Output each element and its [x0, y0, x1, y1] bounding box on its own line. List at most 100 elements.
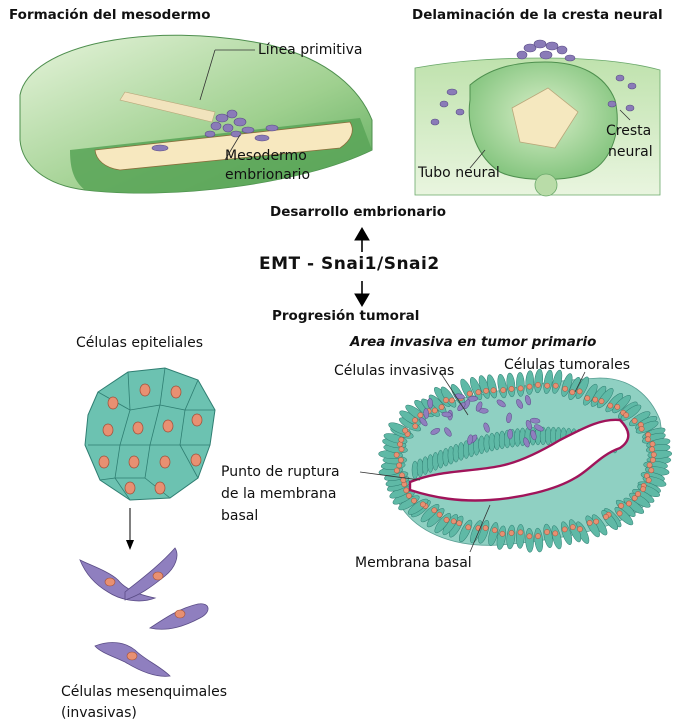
tumor-nucleus	[626, 501, 631, 506]
tumor-nucleus	[394, 452, 399, 457]
tumor-nucleus	[439, 405, 444, 410]
label-invasive-cells: Células invasivas	[334, 363, 454, 380]
invasive-cell	[427, 398, 433, 408]
tumor-nucleus	[451, 519, 456, 524]
label-rupture-3: basal	[221, 508, 258, 525]
arrow-up	[355, 228, 369, 240]
tumor-nucleus	[397, 463, 402, 468]
tumor-nucleus	[645, 437, 650, 442]
tumor-nucleus	[500, 531, 505, 536]
heading-emt: EMT - Snai1/Snai2	[259, 256, 440, 273]
tumor-nucleus	[535, 534, 540, 539]
tumor-nucleus	[403, 428, 408, 433]
tumor-nucleus	[570, 390, 575, 395]
tumor-nucleus	[491, 388, 496, 393]
arrow-down	[355, 294, 369, 306]
tumor-nucleus	[624, 413, 629, 418]
tumor-area	[360, 369, 672, 553]
tumor-nucleus	[570, 525, 575, 530]
label-primitive-streak: Línea primitiva	[258, 42, 363, 59]
tumor-nucleus	[594, 519, 599, 524]
tumor-nucleus	[563, 386, 568, 391]
label-mesenchymal-1: Células mesenquimales	[61, 684, 227, 701]
tumor-nucleus	[449, 398, 454, 403]
tumor-nucleus	[399, 437, 404, 442]
tumor-nucleus	[484, 388, 489, 393]
tumor-nucleus	[398, 457, 403, 462]
tumor-nucleus	[527, 534, 532, 539]
tumor-nucleus	[527, 384, 532, 389]
label-tumor-cells: Células tumorales	[504, 357, 630, 374]
label-rupture-2: de la membrana	[221, 486, 336, 503]
tumor-nucleus	[492, 528, 497, 533]
tumor-nucleus	[585, 396, 590, 401]
tumor-nucleus	[632, 496, 637, 501]
tumor-nucleus	[509, 530, 514, 535]
tumor-nucleus	[467, 391, 472, 396]
tumor-nucleus	[509, 386, 514, 391]
heading-mesoderm: Formación del mesodermo	[9, 7, 211, 24]
tumor-nucleus	[483, 525, 488, 530]
tumor-nucleus	[406, 493, 411, 498]
notochord	[535, 174, 557, 196]
tumor-nucleus	[599, 399, 604, 404]
tumor-nucleus	[518, 530, 523, 535]
heading-neural-crest: Delaminación de la cresta neural	[412, 7, 663, 24]
label-mesoderm-1: Mesodermo	[225, 148, 307, 165]
tumor-nucleus	[457, 521, 462, 526]
tumor-nucleus	[593, 397, 598, 402]
tumor-nucleus	[632, 418, 637, 423]
label-neural-crest-1: Cresta	[606, 123, 651, 140]
tumor-nucleus	[650, 457, 655, 462]
heading-progression: Progresión tumoral	[272, 308, 419, 325]
tumor-nucleus	[553, 531, 558, 536]
tumor-nucleus	[544, 529, 549, 534]
epithelial-sheet	[85, 368, 215, 550]
tumor-nucleus	[420, 502, 425, 507]
tumor-nucleus	[444, 517, 449, 522]
tumor-nucleus	[404, 488, 409, 493]
tumor-nucleus	[577, 527, 582, 532]
label-mesoderm-2: embrionario	[225, 167, 310, 184]
tumor-nucleus	[399, 447, 404, 452]
tumor-nucleus	[413, 424, 418, 429]
tumor-nucleus	[649, 468, 654, 473]
tumor-nucleus	[641, 487, 646, 492]
tumor-nucleus	[646, 478, 651, 483]
tumor-nucleus	[603, 514, 608, 519]
tumor-nucleus	[619, 503, 624, 508]
tumor-nucleus	[617, 511, 622, 516]
tumor-nucleus	[443, 398, 448, 403]
tumor-nucleus	[535, 382, 540, 387]
tumor-nucleus	[432, 408, 437, 413]
tumor-nucleus	[562, 527, 567, 532]
heading-invasive-area: Area invasiva en tumor primario	[350, 334, 596, 351]
label-rupture-1: Punto de ruptura	[221, 464, 340, 481]
label-basal-membrane: Membrana basal	[355, 555, 472, 572]
tumor-nucleus	[647, 463, 652, 468]
tumor-nucleus	[553, 383, 558, 388]
tumor-nucleus	[432, 508, 437, 513]
tumor-nucleus	[394, 468, 399, 473]
tumor-nucleus	[615, 404, 620, 409]
tumor-nucleus	[651, 452, 656, 457]
tumor-nucleus	[639, 426, 644, 431]
tumor-nucleus	[501, 388, 506, 393]
tumor-nucleus	[650, 447, 655, 452]
heading-development: Desarrollo embrionario	[270, 204, 446, 221]
tumor-nucleus	[545, 383, 550, 388]
tumor-nucleus	[518, 386, 523, 391]
tumor-nucleus	[577, 389, 582, 394]
label-epithelial-cells: Células epiteliales	[76, 335, 203, 352]
mesenchymal-cells	[80, 548, 208, 676]
tumor-nucleus	[476, 390, 481, 395]
tumor-nucleus	[587, 520, 592, 525]
invasive-cell	[508, 429, 513, 439]
tumor-nucleus	[608, 403, 613, 408]
tumor-nucleus	[418, 413, 423, 418]
tumor-nucleus	[437, 512, 442, 517]
label-neural-crest-2: neural	[608, 144, 653, 161]
tumor-nucleus	[650, 442, 655, 447]
label-neural-tube: Tubo neural	[418, 165, 500, 182]
